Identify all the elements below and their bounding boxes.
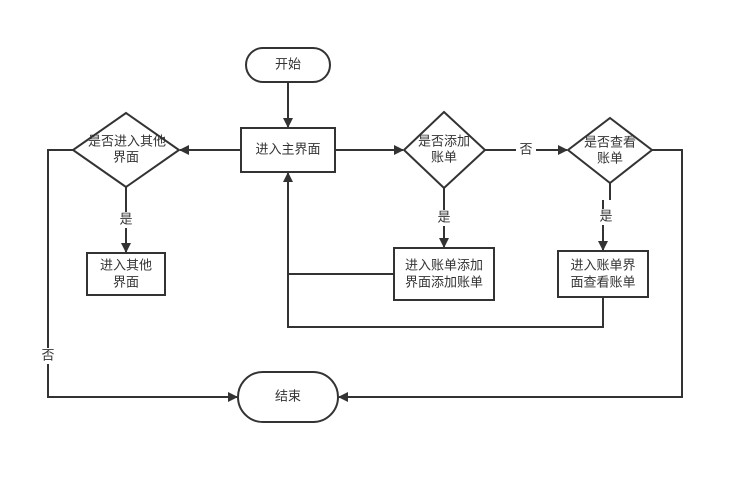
svg-text:面查看账单: 面查看账单 <box>570 275 635 291</box>
node-add: 进入账单添加 界面添加账单 <box>393 247 495 301</box>
svg-text:界面添加账单: 界面添加账单 <box>405 276 483 291</box>
svg-text:进入其他: 进入其他 <box>100 259 152 274</box>
node-other: 进入其他 界面 <box>86 252 166 296</box>
svg-text:进入账单添加: 进入账单添加 <box>405 259 483 274</box>
edge-label-other-no: 否 <box>41 349 54 364</box>
edge-label-add-no: 否 <box>519 143 532 158</box>
edge-label-other-yes: 是 <box>119 213 132 228</box>
node-decision-add: 是否添加 账单 <box>402 110 487 190</box>
node-start: 开始 <box>245 47 331 83</box>
node-main: 进入主界面 <box>240 127 336 173</box>
svg-text:进入主界面: 进入主界面 <box>255 143 320 158</box>
svg-text:是否添加: 是否添加 <box>418 135 470 150</box>
svg-text:界面: 界面 <box>113 276 139 291</box>
edge-label-view-yes: 是 <box>599 210 612 225</box>
svg-text:开始: 开始 <box>275 58 301 73</box>
edge-view-main <box>283 172 604 328</box>
svg-text:是否查看: 是否查看 <box>584 135 636 151</box>
svg-text:进入账单界: 进入账单界 <box>570 259 635 274</box>
svg-text:账单: 账单 <box>431 151 457 166</box>
node-decision-other: 是否进入其他 界面 <box>71 111 181 189</box>
svg-text:是否进入其他: 是否进入其他 <box>88 135 166 150</box>
edge-label-add-yes: 是 <box>437 211 450 226</box>
edge-decision-view-end <box>338 149 683 402</box>
svg-text:结束: 结束 <box>275 390 301 405</box>
svg-text:账单: 账单 <box>597 152 623 167</box>
node-decision-view: 是否查看 账单 <box>566 116 654 185</box>
node-view: 进入账单界 面查看账单 <box>557 250 649 298</box>
edge-decision-other-end <box>47 149 238 402</box>
svg-text:界面: 界面 <box>113 151 139 166</box>
node-end: 结束 <box>237 371 339 423</box>
